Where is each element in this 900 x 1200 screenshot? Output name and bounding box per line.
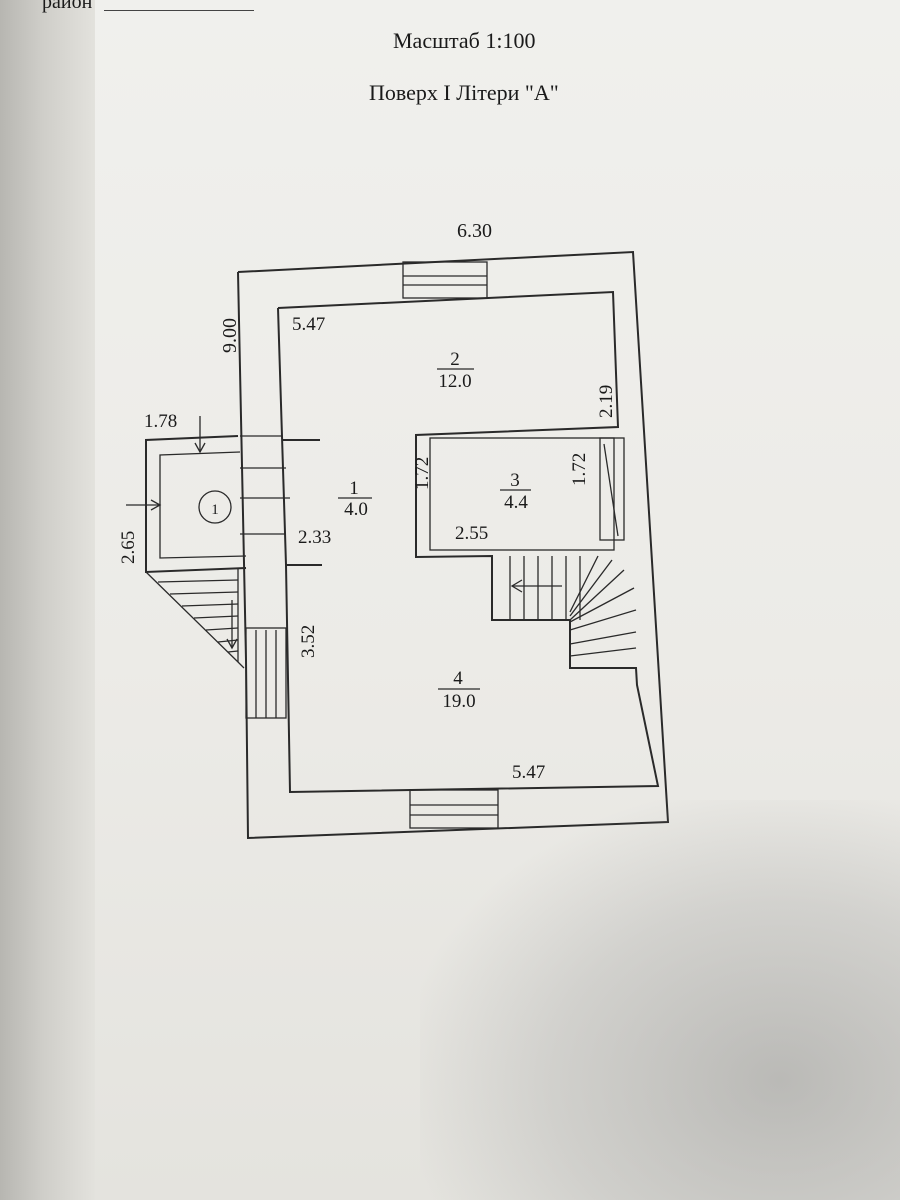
dim-room3-right-height: 1.72: [569, 453, 590, 486]
room-1-number: 1: [349, 478, 359, 499]
porch-inner: [159, 451, 247, 559]
dim-room3-bottom-width: 2.55: [455, 523, 488, 544]
dim-room4-left-height: 3.52: [298, 625, 319, 658]
room-4-label: 4 19.0: [438, 668, 480, 712]
room-1-area: 4.0: [344, 499, 368, 520]
entrance-marker-circle: [198, 490, 232, 524]
district-underline: [104, 10, 254, 11]
room-3-area: 4.4: [504, 492, 528, 513]
room-2-label: 2 12.0: [437, 349, 474, 392]
page-edge-shadow: [0, 0, 95, 1200]
scale-label: Масштаб 1:100: [393, 28, 536, 53]
top-window: [402, 261, 488, 299]
entrance-steps: [245, 627, 287, 719]
porch-outline: [145, 435, 247, 574]
dim-overall-width: 6.30: [457, 220, 492, 242]
room-2-area: 12.0: [438, 371, 471, 392]
dim-room3-left-height: 1.72: [412, 457, 433, 490]
partition-walls: [240, 435, 322, 566]
room-3-label: 3 4.4: [500, 470, 531, 513]
room-4-area: 19.0: [442, 691, 475, 712]
room-3-number: 3: [510, 470, 520, 491]
dim-porch-height: 2.65: [118, 531, 139, 564]
floor-title: Поверх І Літери "А": [369, 80, 559, 105]
dim-porch-width: 1.78: [144, 411, 177, 432]
porch-arrow-top: [194, 416, 206, 454]
room-1-label: 1 4.0: [338, 478, 372, 520]
district-label: район: [42, 0, 93, 13]
porch-arrow-down: [226, 600, 238, 650]
dim-room1-width: 2.33: [298, 527, 331, 548]
stair-arrow: [510, 579, 562, 593]
entrance-marker-number: 1: [211, 502, 219, 518]
room-4-number: 4: [453, 668, 463, 689]
room-3-outline: [429, 437, 625, 551]
dim-overall-height: 9.00: [219, 318, 241, 353]
interior-staircase: [509, 555, 637, 657]
porch-stairs: [145, 568, 245, 669]
hand-shadow: [420, 800, 900, 1200]
dim-room2-top-width: 5.47: [292, 314, 325, 335]
porch-arrow-left: [126, 499, 162, 511]
dim-room2-side: 2.19: [596, 385, 617, 418]
dim-room4-bottom-width: 5.47: [512, 762, 545, 783]
room-2-number: 2: [450, 349, 460, 370]
